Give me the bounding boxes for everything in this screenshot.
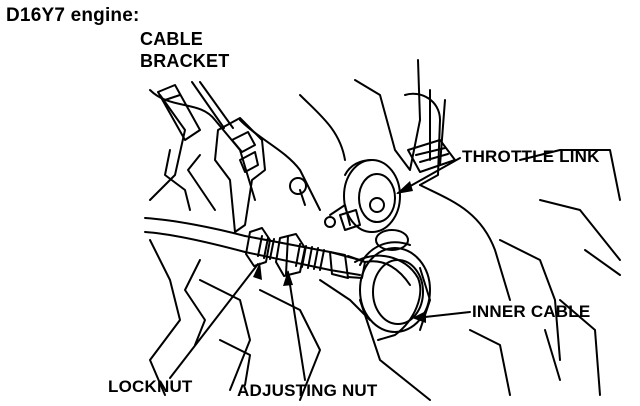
arrowhead-locknut	[253, 262, 262, 280]
page-title: D16Y7 engine:	[6, 5, 140, 26]
leader-line-adjusting-nut	[287, 271, 306, 381]
outer-cable-housing	[144, 217, 246, 253]
vacuum-hose	[157, 84, 201, 141]
cable-bracket-label: CABLE BRACKET	[140, 28, 229, 72]
adjusting-nut	[275, 233, 306, 277]
cable-bracket	[214, 117, 266, 233]
inner-cable	[354, 254, 422, 341]
arrowhead-throttle-link	[396, 181, 413, 194]
arrowhead-inner-cable	[412, 311, 426, 323]
leader-line-locknut	[169, 263, 259, 379]
throttle-link	[329, 159, 401, 233]
adjusting-nut-label: ADJUSTING NUT	[237, 381, 378, 400]
leader-line-cable-bracket	[191, 81, 225, 129]
cable-bracket-label-line2: BRACKET	[140, 51, 230, 71]
cable-end-fitting	[329, 251, 411, 286]
locknut	[245, 227, 271, 267]
cable-bracket-label-line1: CABLE	[140, 29, 203, 49]
inner-cable-label: INNER CABLE	[472, 302, 591, 321]
leader-line-cable-bracket-2	[199, 81, 234, 129]
engine-block-outline	[149, 59, 621, 401]
engine-fasteners	[289, 177, 361, 231]
throttle-link-label: THROTTLE LINK	[462, 147, 600, 166]
locknut-label: LOCKNUT	[108, 377, 193, 396]
arrowhead-adjusting-nut	[283, 270, 293, 286]
